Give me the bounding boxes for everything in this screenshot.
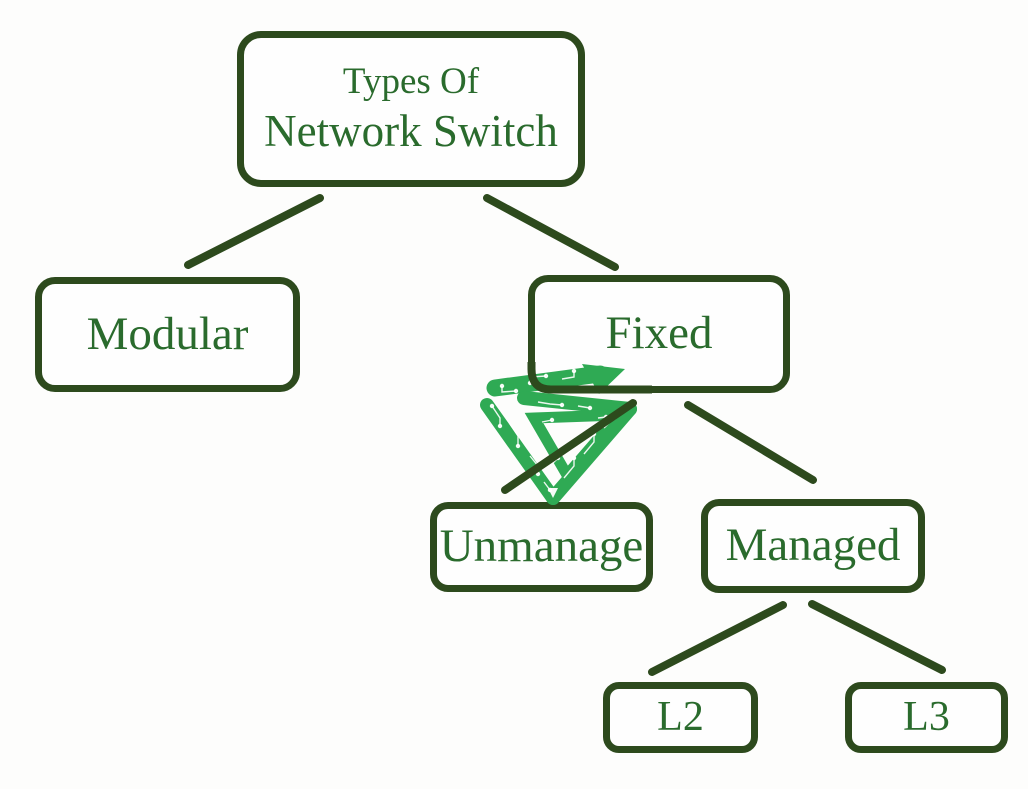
logo-tip-arrow	[548, 488, 558, 498]
edge-fixed-unmanaged	[501, 399, 637, 494]
edge-root-modular	[184, 194, 324, 269]
edge-managed-l2	[648, 601, 787, 676]
node-label: Modular	[86, 307, 249, 360]
node-label: Unmanage	[439, 520, 644, 573]
title-line-2: Network Switch	[264, 105, 558, 156]
node-label: Managed	[725, 519, 901, 572]
edge-fixed-managed	[684, 401, 817, 484]
node-modular: Modular	[35, 277, 300, 392]
node-label: L3	[903, 694, 950, 741]
node-l2: L2	[603, 682, 758, 753]
node-managed: Managed	[701, 499, 925, 593]
node-label: Fixed	[605, 307, 713, 360]
node-unmanaged: Unmanage	[430, 502, 653, 592]
edge-managed-l3	[808, 600, 946, 674]
node-label: L2	[657, 694, 704, 741]
node-l3: L3	[845, 682, 1008, 753]
node-fixed: Fixed	[528, 275, 790, 393]
title-line-1: Types Of	[342, 60, 480, 102]
edge-root-fixed	[483, 194, 619, 271]
node-types-of-network-switch: Types Of Network Switch	[237, 31, 585, 187]
